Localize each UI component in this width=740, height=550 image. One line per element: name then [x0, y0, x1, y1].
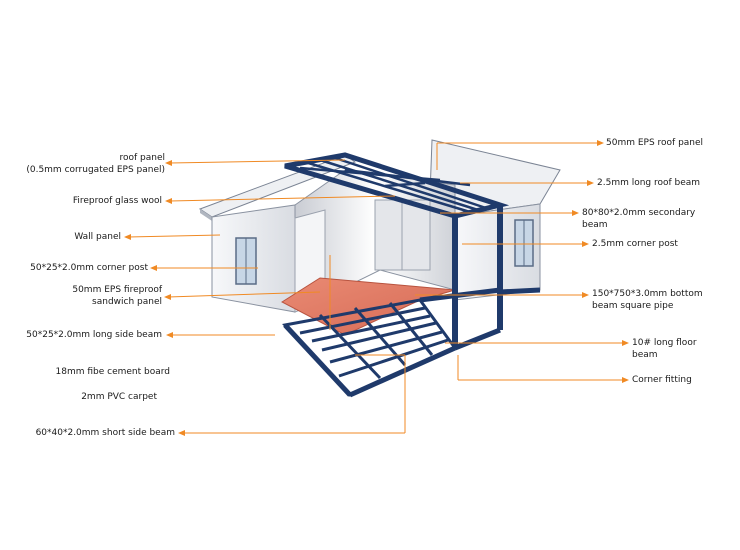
- short-side-beam: [283, 323, 352, 397]
- label-corner-post-left: 50*25*2.0mm corner post: [30, 263, 148, 273]
- label-fiber-cement-board: 18mm fibe cement board: [55, 367, 171, 377]
- right-arrowheads: [572, 140, 629, 383]
- label-long-side-beam: 50*25*2.0mm long side beam: [26, 330, 162, 340]
- left-roof-edge: [200, 209, 212, 221]
- floor-carpet: [280, 277, 456, 336]
- right-leader-lines: [415, 142, 625, 381]
- long-floor-beam: [348, 345, 457, 398]
- left-leader-lines: [127, 159, 406, 434]
- bottom-beam: [419, 287, 541, 351]
- label-long-roof-beam: 2.5mm long roof beam: [597, 178, 701, 188]
- label-fireproof-glass-wool: Fireproof glass wool: [72, 196, 162, 206]
- label-pvc-carpet: 2mm PVC carpet: [81, 392, 157, 402]
- label-corner-post-right: 2.5mm corner post: [592, 239, 678, 249]
- left-arrowheads: [124, 160, 185, 436]
- label-roof-panel: roof panel(0.5mm corrugated EPS panel): [26, 153, 165, 175]
- roof-secondary-beams: [299, 156, 487, 214]
- corner-posts: [452, 205, 503, 348]
- label-wall-panel: Wall panel: [74, 232, 121, 242]
- label-short-side-beam: 60*40*2.0mm short side beam: [35, 428, 175, 438]
- label-eps-roof-panel: 50mm EPS roof panel: [606, 138, 704, 148]
- label-corner-fitting: Corner fitting: [632, 375, 692, 385]
